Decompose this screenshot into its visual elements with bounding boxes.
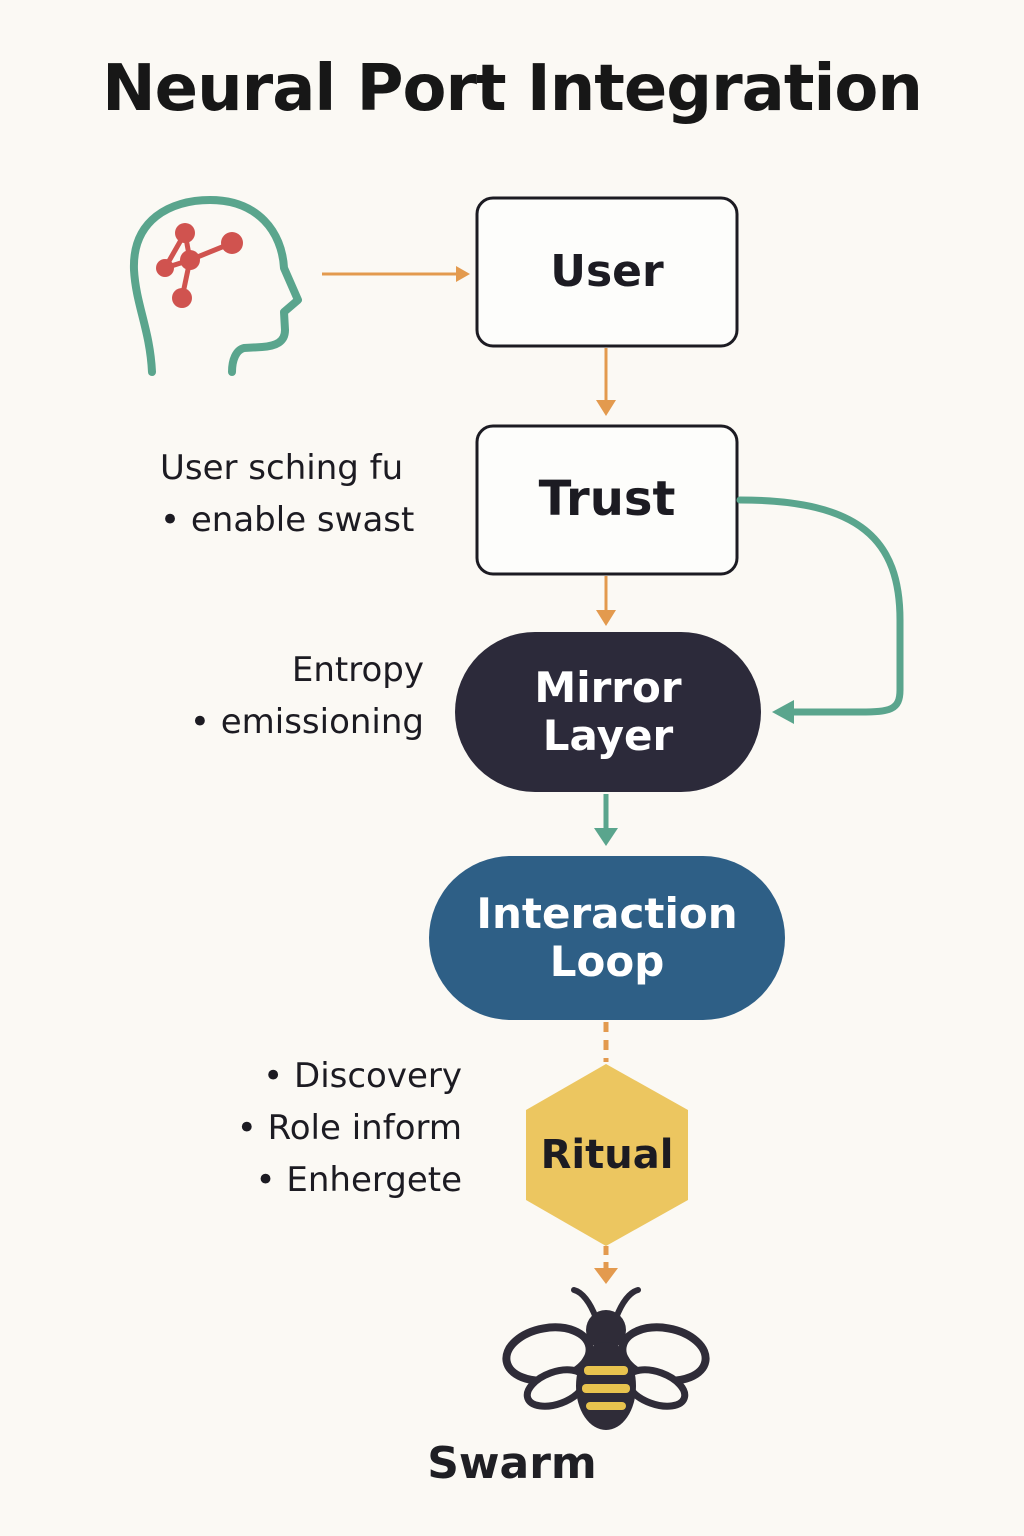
ritual-node bbox=[526, 1064, 688, 1246]
loop-label-line-2: Loop bbox=[549, 937, 665, 986]
head-brain-icon bbox=[129, 196, 302, 376]
trust-note-line-1: User sching fu bbox=[160, 448, 404, 488]
mirror-layer-label: Mirror Layer bbox=[455, 632, 761, 792]
interaction-loop-label: Interaction Loop bbox=[429, 856, 785, 1020]
loop-note-line-1: • Discovery bbox=[263, 1056, 462, 1096]
user-label: User bbox=[550, 245, 664, 297]
interaction-loop-node bbox=[429, 856, 785, 1020]
ritual-label: Ritual bbox=[540, 1132, 674, 1178]
loop-note: • Discovery • Role inform • Enhergete bbox=[237, 1050, 462, 1206]
arrow-trust-to-mirror-teal bbox=[736, 496, 904, 724]
trust-label: Trust bbox=[538, 471, 676, 528]
mirror-note-line-2: • emissioning bbox=[189, 702, 424, 742]
mirror-note: Entropy • emissioning bbox=[190, 644, 424, 748]
arrow-head-to-user bbox=[322, 266, 470, 282]
mirror-label-line-2: Layer bbox=[542, 711, 674, 760]
user-node bbox=[475, 196, 739, 348]
trust-note: User sching fu • enable swast bbox=[160, 442, 414, 546]
loop-note-line-3: • Enhergete bbox=[255, 1160, 463, 1200]
mirror-note-line-1: Entropy bbox=[291, 650, 424, 690]
loop-note-line-2: • Role inform bbox=[236, 1108, 462, 1148]
arrow-mirror-to-loop bbox=[594, 794, 618, 846]
mirror-label-line-1: Mirror bbox=[534, 662, 682, 712]
loop-label-line-1: Interaction bbox=[476, 888, 738, 938]
arrow-trust-to-mirror bbox=[596, 576, 616, 626]
diagram-title: Neural Port Integration bbox=[102, 52, 923, 126]
trust-note-line-2: • enable swast bbox=[160, 500, 415, 540]
arrow-user-to-trust bbox=[596, 348, 616, 416]
swarm-label: Swarm bbox=[427, 1438, 597, 1489]
mirror-layer-node bbox=[455, 632, 761, 792]
bee-icon bbox=[502, 1287, 710, 1430]
arrow-ritual-to-swarm bbox=[594, 1246, 618, 1284]
